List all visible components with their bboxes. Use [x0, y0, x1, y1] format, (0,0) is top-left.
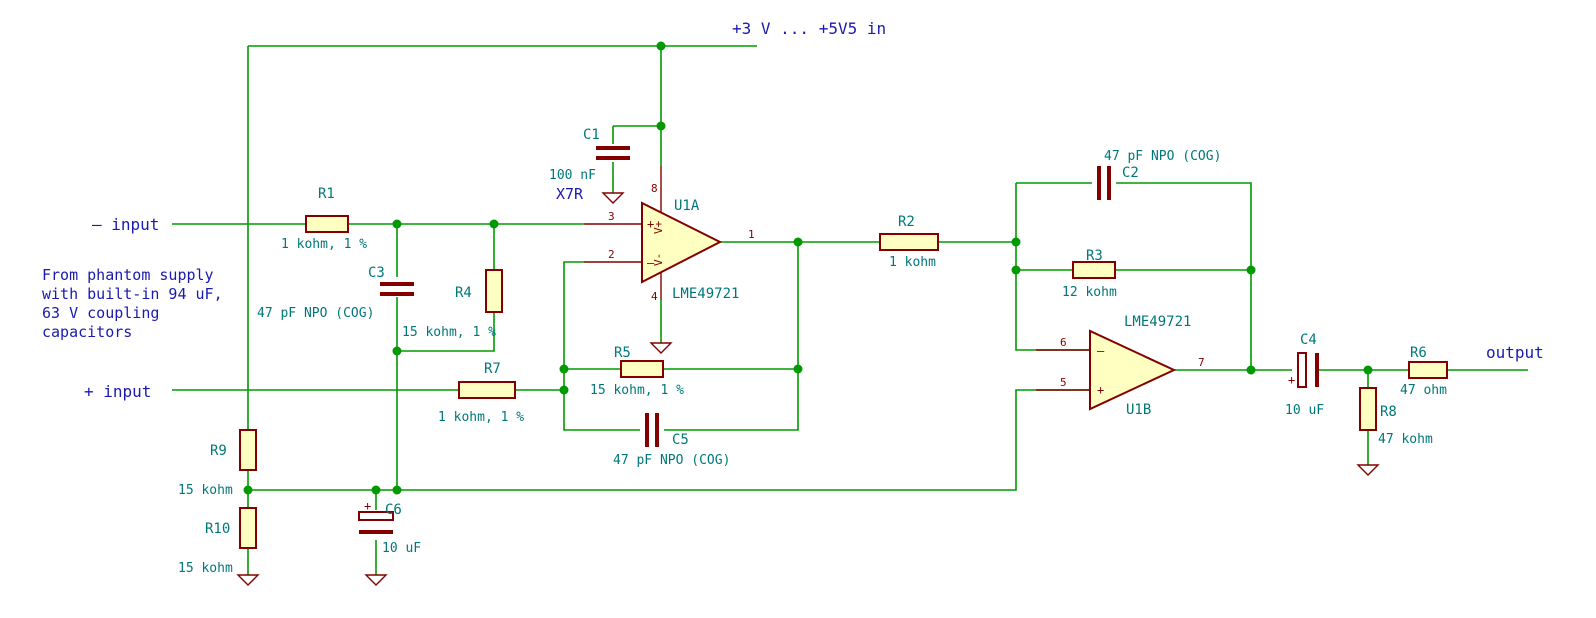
r8-ref: R8 [1380, 404, 1397, 420]
u1b-pin-plus: 5 [1060, 376, 1067, 389]
c4-symbol: + [1288, 352, 1319, 388]
ground-icon [364, 574, 388, 586]
c6-ref: C6 [385, 502, 402, 518]
c3-ref: C3 [368, 265, 385, 281]
r2-value: 1 kohm [889, 255, 936, 270]
r1-body [305, 215, 349, 233]
c3-value: 47 pF NPO (COG) [257, 306, 374, 321]
u1a-pin-minus: 2 [608, 248, 615, 261]
r2-ref: R2 [898, 214, 915, 230]
r3-ref: R3 [1086, 248, 1103, 264]
u1b-pin-minus: 6 [1060, 336, 1067, 349]
r3-body [1072, 261, 1116, 279]
r6-value: 47 ohm [1400, 383, 1447, 398]
u1b-ref: U1B [1126, 402, 1151, 418]
c2-symbol [1097, 166, 1111, 200]
u1a-ref: U1A [674, 198, 700, 214]
note-line-3: 63 V coupling [42, 304, 159, 322]
r4-ref: R4 [455, 285, 472, 301]
ground-icon [601, 192, 625, 204]
r10-body [239, 507, 257, 549]
opamp-u1b: – + [1036, 329, 1177, 411]
c1-dielectric: X7R [556, 185, 584, 203]
ground-icon [1356, 464, 1380, 476]
r4-value: 15 kohm, 1 % [402, 325, 496, 340]
r6-body [1408, 361, 1448, 379]
r3-value: 12 kohm [1062, 285, 1117, 300]
r8-body [1359, 387, 1377, 431]
reference-designators: C1 C2 C3 C4 C5 C6 R1 R2 R3 R4 R5 R6 R7 R… [205, 127, 1427, 537]
c5-ref: C5 [672, 432, 689, 448]
r5-ref: R5 [614, 345, 631, 361]
opamp-u1a: + – V+ V- [584, 166, 723, 300]
net-labels: +3 V ... +5V5 in – input + input output [84, 19, 1544, 401]
r5-body [620, 360, 664, 378]
c5-symbol [645, 413, 659, 447]
wires [172, 45, 1528, 575]
u1a-pin-plus: 3 [608, 210, 615, 223]
note-line-4: capacitors [42, 323, 132, 341]
c1-symbol [596, 146, 630, 160]
svg-text:–: – [647, 256, 655, 270]
c6-value: 10 uF [382, 541, 421, 556]
svg-text:+: + [364, 499, 371, 513]
ground-icon [236, 574, 260, 586]
c3-symbol [380, 282, 414, 296]
r5-value: 15 kohm, 1 % [590, 383, 684, 398]
svg-text:+: + [1097, 383, 1104, 397]
minus-input-label: – input [92, 215, 159, 234]
capacitors: + + [358, 146, 1319, 534]
r10-value: 15 kohm [178, 561, 233, 576]
svg-text:–: – [1097, 344, 1105, 358]
r7-ref: R7 [484, 361, 501, 377]
r8-value: 47 kohm [1378, 432, 1433, 447]
phantom-supply-note: From phantom supply with built-in 94 uF,… [42, 266, 223, 341]
plus-input-label: + input [84, 382, 151, 401]
svg-text:V+: V+ [652, 220, 665, 234]
r9-ref: R9 [210, 443, 227, 459]
u1a-pin-vminus: 4 [651, 290, 658, 303]
r7-value: 1 kohm, 1 % [438, 410, 524, 425]
c2-ref: C2 [1122, 165, 1139, 181]
note-line-2: with built-in 94 uF, [42, 285, 223, 303]
c2-value: 47 pF NPO (COG) [1104, 149, 1221, 164]
u1a-value: LME49721 [672, 286, 739, 302]
ground-icon [649, 342, 673, 354]
r1-ref: R1 [318, 186, 335, 202]
u1b-pin-out: 7 [1198, 356, 1205, 369]
note-line-1: From phantom supply [42, 266, 214, 284]
supply-label: +3 V ... +5V5 in [732, 19, 886, 38]
r4-body [485, 269, 503, 313]
r9-body [239, 429, 257, 471]
c1-ref: C1 [583, 127, 600, 143]
svg-text:V-: V- [652, 253, 665, 266]
junction-dots [243, 41, 1373, 495]
c4-ref: C4 [1300, 332, 1317, 348]
pin-numbers: 3 2 1 8 4 6 5 7 [608, 182, 1205, 389]
u1a-pin-out: 1 [748, 228, 755, 241]
r2-body [879, 233, 939, 251]
c4-value: 10 uF [1285, 403, 1324, 418]
resistors [239, 215, 1448, 549]
u1a-pin-vplus: 8 [651, 182, 658, 195]
r10-ref: R10 [205, 521, 230, 537]
r9-value: 15 kohm [178, 483, 233, 498]
r6-ref: R6 [1410, 345, 1427, 361]
c6-symbol: + [358, 499, 394, 534]
r7-body [458, 381, 516, 399]
r1-value: 1 kohm, 1 % [281, 237, 367, 252]
u1b-value: LME49721 [1124, 314, 1191, 330]
svg-text:+: + [1288, 373, 1295, 387]
output-label: output [1486, 343, 1544, 362]
c5-value: 47 pF NPO (COG) [613, 453, 730, 468]
svg-text:+: + [647, 217, 654, 231]
component-values: 100 nF X7R 47 pF NPO (COG) 47 pF NPO (CO… [178, 149, 1447, 576]
c1-value: 100 nF [549, 168, 596, 183]
ground-symbols [236, 192, 1380, 586]
